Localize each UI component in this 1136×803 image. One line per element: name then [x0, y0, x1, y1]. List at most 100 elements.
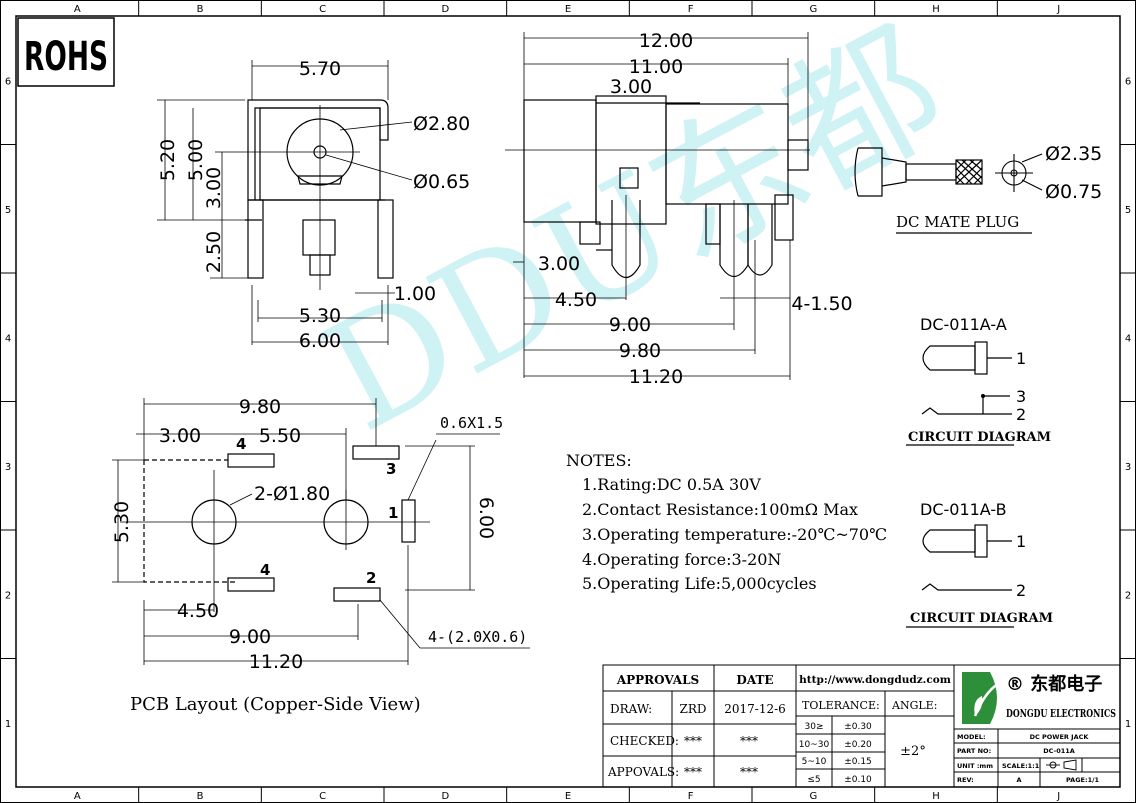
dim-3-00-top: 3.00 — [610, 76, 652, 98]
tb-rev: A — [1016, 776, 1021, 784]
tb-scale: SCALE:1:1 — [1002, 762, 1040, 770]
border-row-left-2: 2 — [5, 590, 11, 601]
border-col-top-E: E — [565, 4, 571, 15]
pcb-dim-11-20: 11.20 — [249, 651, 303, 673]
tb-checked-label: CHECKED: — [610, 734, 679, 748]
dim-12-00: 12.00 — [639, 30, 693, 52]
circuit-b-title: DC-011A-B — [920, 500, 1007, 519]
border-col-bottom-C: C — [319, 791, 326, 802]
tb-checked-date: *** — [740, 734, 758, 748]
projection-symbol-icon — [1046, 759, 1077, 771]
tb-model: DC POWER JACK — [1030, 733, 1090, 741]
dim-diam-2-80: Ø2.80 — [413, 113, 470, 135]
note-2: 2.Contact Resistance:100mΩ Max — [582, 500, 858, 519]
border-col-top-C: C — [319, 4, 326, 15]
circuit-b-diagram — [906, 524, 1014, 628]
border-col-top-A: A — [74, 4, 81, 15]
border-row-right-2: 2 — [1125, 590, 1131, 601]
circuit-a-diagram — [906, 341, 1014, 446]
dim-3-00-left: 3.00 — [538, 253, 580, 275]
pcb-dim-9-00: 9.00 — [229, 626, 271, 648]
border-row-left-6: 6 — [5, 76, 11, 87]
note-3: 3.Operating temperature:-20℃~70℃ — [582, 525, 887, 544]
dim-5-20: 5.20 — [157, 139, 179, 181]
border-row-left-1: 1 — [5, 719, 11, 730]
tb-part-label: PART NO: — [957, 747, 991, 755]
note-1: 1.Rating:DC 0.5A 30V — [582, 475, 761, 494]
dim-diam-0-65: Ø0.65 — [413, 171, 470, 193]
side-view-centerlines — [505, 149, 810, 330]
border-col-top-J: J — [1056, 4, 1060, 15]
border-col-bottom-B: B — [197, 791, 204, 802]
pcb-pin-2: 2 — [366, 569, 376, 587]
circuit-a-pin-1: 1 — [1016, 349, 1026, 368]
dim-5-30: 5.30 — [299, 305, 341, 327]
border-row-right-3: 3 — [1125, 462, 1131, 473]
border-row-right-5: 5 — [1125, 205, 1131, 216]
pcb-dim-5-30: 5.30 — [111, 501, 133, 543]
border-col-top-B: B — [197, 4, 204, 15]
tb-page: PAGE:1/1 — [1066, 776, 1099, 784]
plug-end-view — [995, 153, 1043, 192]
circuit-a-caption: CIRCUIT DIAGRAM — [908, 430, 1051, 445]
pcb-dim-6-00: 6.00 — [475, 497, 497, 539]
circuit-a-node — [981, 394, 985, 398]
tb-appovals-name: *** — [684, 765, 702, 779]
tb-date: DATE — [736, 673, 773, 687]
border-col-bottom-F: F — [688, 791, 694, 802]
dim-4-50-side: 4.50 — [555, 289, 597, 311]
tb-tol-2-range: 10~30 — [799, 740, 830, 750]
border-row-right-1: 1 — [1125, 719, 1131, 730]
tb-tol-1-value: ±0.30 — [844, 722, 872, 732]
border-row-left-4: 4 — [5, 333, 11, 344]
border-col-bottom-D: D — [441, 791, 449, 802]
front-view-dimlines — [157, 60, 413, 345]
tb-angle-value: ±2° — [900, 744, 926, 759]
tb-appovals-label: APPOVALS: — [607, 765, 679, 779]
dim-11-00: 11.00 — [629, 56, 683, 78]
tb-tol-4-range: ≤5 — [807, 775, 820, 785]
tb-checked-name: *** — [684, 734, 702, 748]
border-col-bottom-A: A — [74, 791, 81, 802]
tb-brand-en: DONGDU ELECTRONICS — [1006, 706, 1116, 720]
tb-tolerance: TOLERANCE: — [802, 699, 880, 712]
tb-draw-label: DRAW: — [610, 702, 652, 716]
dim-4-1-50: 4-1.50 — [791, 293, 852, 315]
tb-tol-2-value: ±0.20 — [844, 740, 872, 750]
circuit-a-pin-3: 3 — [1016, 387, 1026, 406]
pcb-dimlines — [112, 398, 530, 665]
note-4: 4.Operating force:3-20N — [582, 550, 781, 569]
pcb-pin-4-top: 4 — [236, 435, 246, 453]
dim-3-00: 3.00 — [203, 167, 225, 209]
border-col-bottom-H: H — [932, 791, 940, 802]
mate-plug — [854, 147, 1032, 234]
side-view-dimlines — [513, 32, 809, 380]
border-row-right-4: 4 — [1125, 333, 1131, 344]
border-row-left-5: 5 — [5, 205, 11, 216]
circuit-b-pin-2: 2 — [1016, 581, 1026, 600]
dim-6-00: 6.00 — [299, 330, 341, 352]
circuit-a-title: DC-011A-A — [920, 315, 1007, 334]
pcb-dim-9-80: 9.80 — [239, 396, 281, 418]
tb-tol-3-value: ±0.15 — [844, 757, 872, 767]
pcb-pin-1: 1 — [388, 504, 398, 522]
border-col-top-D: D — [441, 4, 449, 15]
pcb-dim-4-50: 4.50 — [177, 600, 219, 622]
dim-5-70: 5.70 — [299, 58, 341, 80]
note-5: 5.Operating Life:5,000cycles — [582, 574, 817, 593]
tb-rev-label: REV: — [957, 776, 974, 784]
border-col-bottom-J: J — [1056, 791, 1060, 802]
tb-appovals-date: *** — [740, 765, 758, 779]
tb-url: http://www.dongdudz.com — [799, 674, 951, 686]
tb-model-label: MODEL: — [957, 733, 986, 741]
pcb-hole-label: 2-Ø1.80 — [254, 483, 330, 505]
dim-5-00: 5.00 — [185, 139, 207, 181]
pcb-pad-label: 0.6X1.5 — [440, 414, 503, 432]
rohs-label: ROHS — [24, 34, 108, 80]
border-col-top-H: H — [932, 4, 940, 15]
tb-angle: ANGLE: — [891, 699, 937, 712]
